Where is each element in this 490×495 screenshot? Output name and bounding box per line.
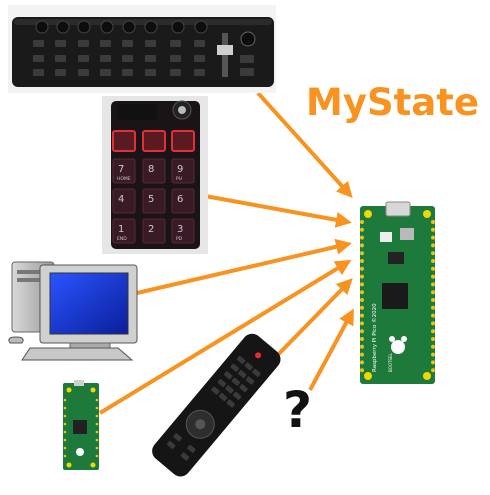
keypad-key-label: 5 [148,194,154,205]
flash-chip [388,252,404,264]
pico-pin [360,321,364,326]
midi-controller [8,5,276,93]
pico-pin [431,266,435,271]
keypad-key-label: 2 [148,224,154,235]
keypad-key [171,188,195,214]
keypad-key [142,158,166,184]
keypad-key-label: 8 [148,164,154,175]
pico-pin [431,298,435,302]
arrow-from-small-pico [98,259,352,415]
pico-pin [431,344,435,349]
pico-pin [360,368,364,373]
pico-pin [431,321,435,326]
pico-pins [360,220,435,373]
pico-pin [360,266,364,271]
raspberry-logo [389,336,407,354]
bootsel-label: BOOTSEL [388,353,393,372]
pico-pin [431,368,435,373]
arrow-from-computer [136,238,352,295]
pico-pin [360,251,364,256]
monitor-screen [49,272,129,335]
pico-pin [431,360,435,365]
raspberry-pi-pico: Raspberry Pi Pico ©2020 BOOTSEL [360,201,435,384]
rp2040-chip [382,283,408,309]
mouse [8,336,24,344]
pico-pin [431,274,435,279]
arrow-from-midi-controller [256,91,353,198]
pico-silkscreen: Raspberry Pi Pico ©2020 [371,303,378,372]
top-keys [112,130,195,152]
keypad-key-label: 1 [118,224,124,235]
pico-pin [360,337,364,341]
pico-pin [360,329,364,334]
pico-pin [431,282,435,287]
keyboard [21,347,134,361]
keypad-key-label: 3 [177,224,183,235]
keypad-key [112,218,136,244]
remote-control [152,333,281,477]
button-rows [33,40,205,76]
pico-pin [360,243,364,248]
pico-pin [360,274,364,279]
keypad-key [142,218,166,244]
pico-pin [360,220,364,224]
jog-knob [240,31,256,47]
keypad-key [112,158,136,184]
keypad-key-label: 9 [177,164,183,175]
pico-pin [431,235,435,240]
unknown-device-symbol: ? [283,381,313,439]
pico-pin [360,290,364,295]
small-pico-board [63,380,99,470]
pico-pin [431,313,435,318]
pico-pin [431,259,435,263]
pico-pin [431,305,435,310]
pico-pin [431,329,435,334]
pico-pin [431,352,435,357]
pico-pin [431,243,435,248]
pico-pin [360,360,364,365]
pico-pin [360,227,364,232]
keypad-key [171,218,195,244]
keypad-key-sublabel: HOME [117,176,131,182]
pico-pin [360,235,364,240]
arrow-from-keypad [204,194,352,228]
keypad-key-label: 6 [177,194,183,205]
pico-pin [431,220,435,224]
keypad-key-sublabel: END [117,236,127,242]
pico-pin [431,227,435,232]
arrow-from-unknown [308,308,354,391]
pico-pin [360,282,364,287]
keypad-key-label: 7 [118,164,124,175]
fader-cap [217,45,233,55]
pico-pin [360,305,364,310]
keypad-key [171,158,195,184]
pico-pin [431,290,435,295]
pico-pin [360,313,364,318]
usb-connector [385,201,411,217]
keypad-key [112,188,136,214]
page-title: MyState [306,81,480,124]
keypad-key-label: 4 [118,194,124,205]
keypad-key-sublabel: PD [176,236,183,242]
knob-row [35,20,208,34]
keypad-key-sublabel: PU [176,176,182,182]
bootsel-button [380,232,392,242]
pico-pin [360,259,364,263]
pico-pin [360,352,364,357]
pico-pin [360,344,364,349]
pico-pin [431,337,435,341]
keypad-key [142,188,166,214]
oled-display [117,104,157,120]
pico-pin [431,251,435,256]
computer-icon [8,261,138,361]
pico-pin [360,298,364,302]
